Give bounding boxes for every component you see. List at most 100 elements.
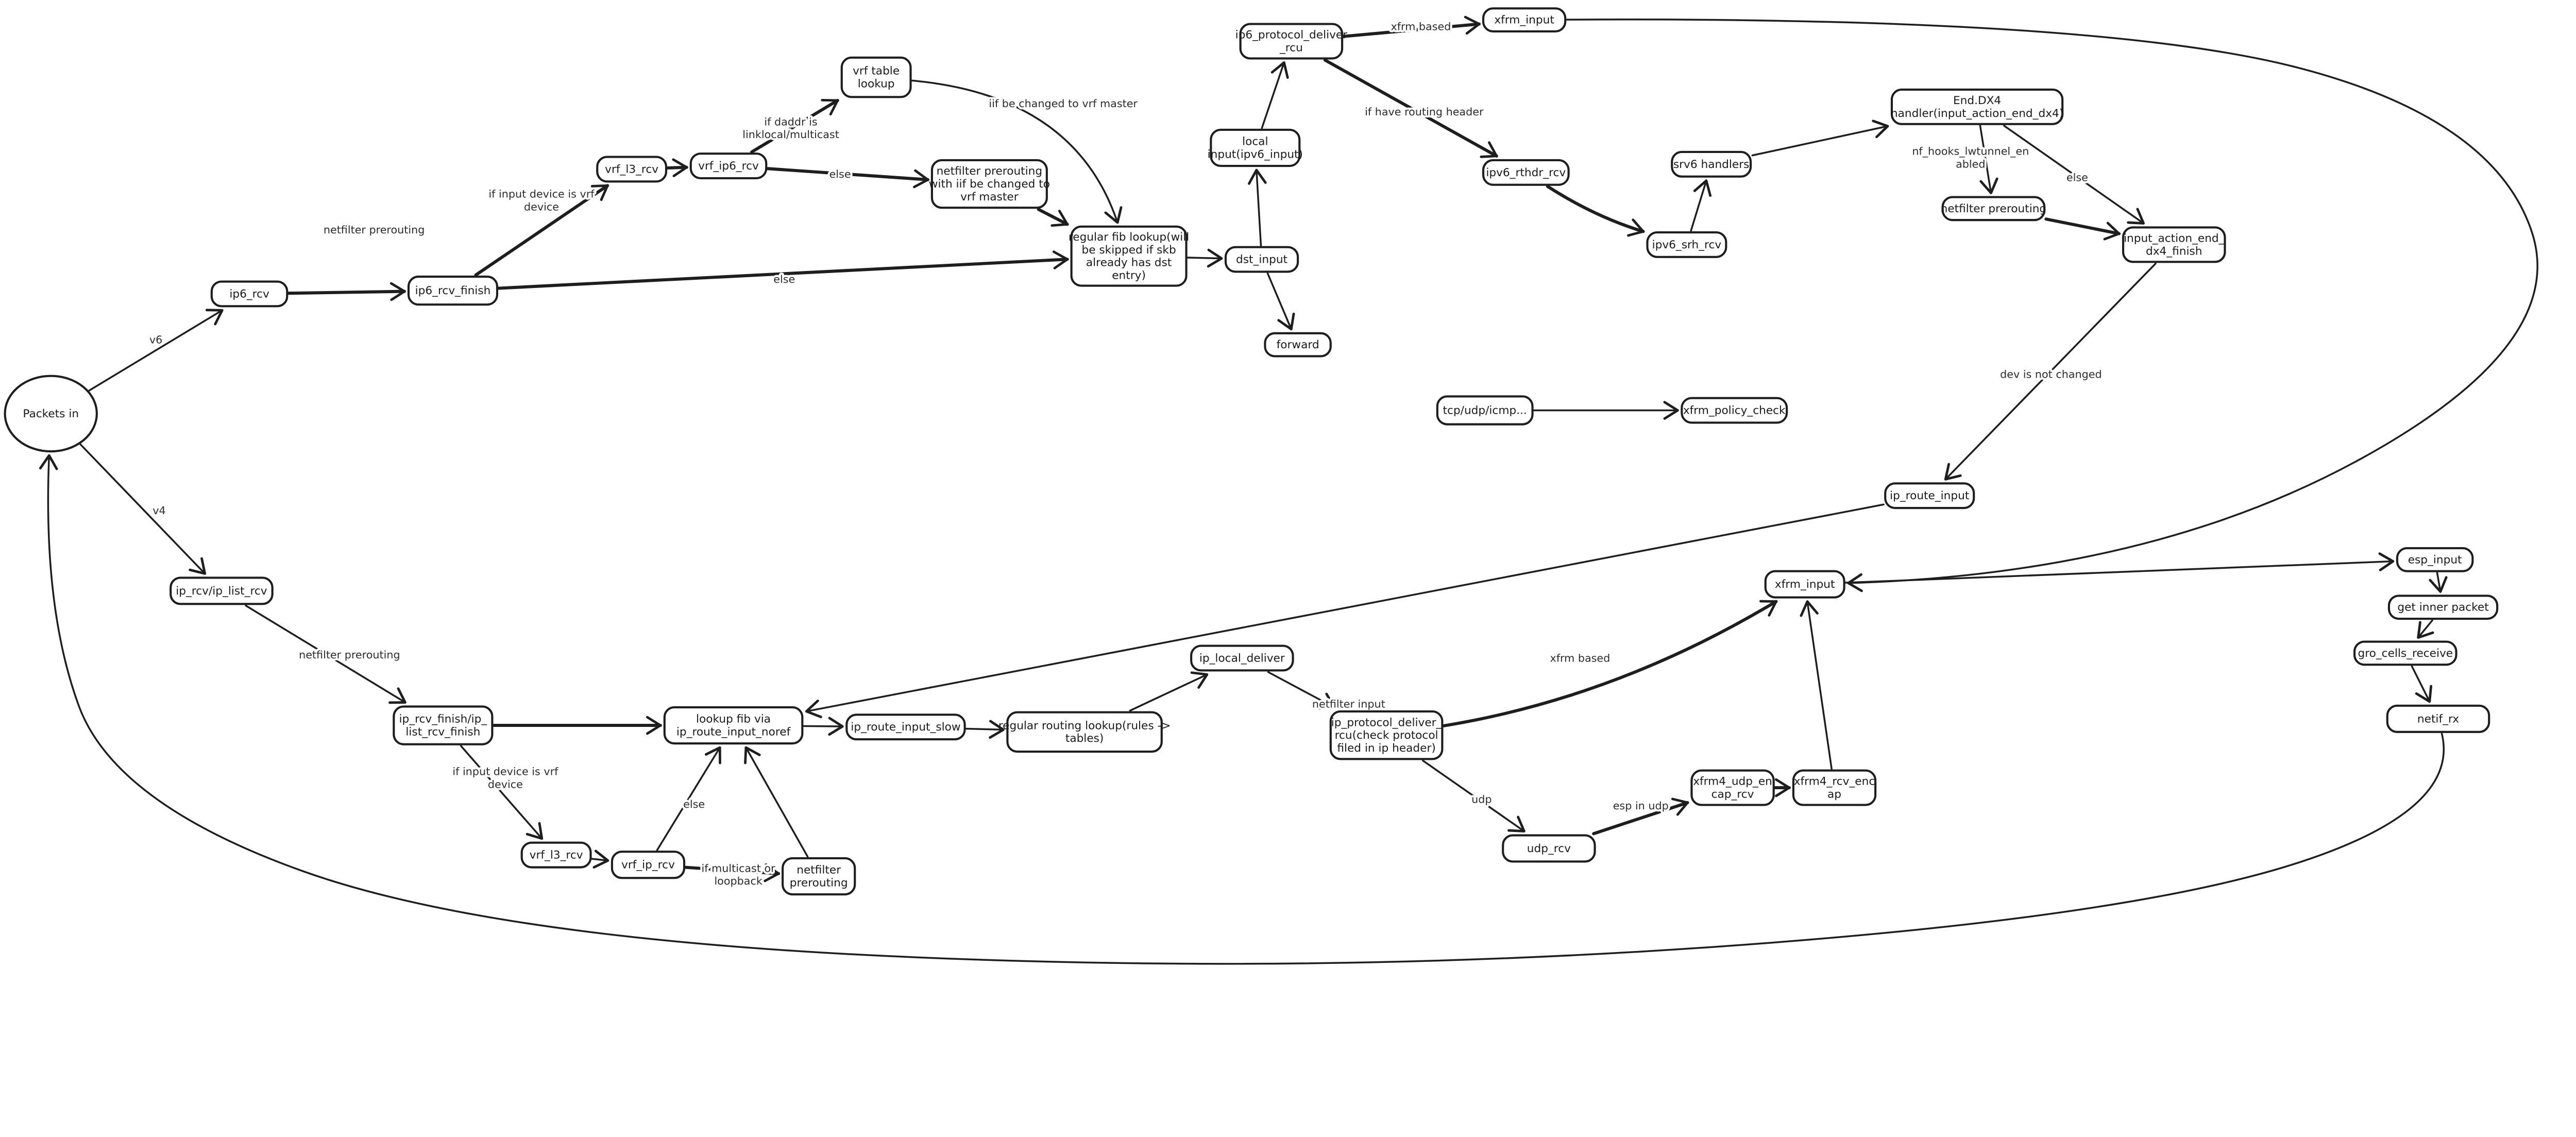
edge-ip6_rcv_finish--regular_fib_lookup [497,250,1069,290]
node-input_action_end_dx4_finish: input_action_end_dx4_finish [2122,226,2226,263]
node-udp_rcv: udp_rcv [1502,834,1596,863]
node-vrf_l3_rcv_v4: vrf_l3_rcv [520,841,592,869]
edge-ipv6_srh_rcv--srv6_handlers [1690,179,1712,232]
node-xfrm_input_v6: xfrm_input [1482,7,1567,32]
edge-label-input_action_end_dx4_finish--ip_route_input: dev is not changed [2000,368,2102,380]
nf_prerouting_srv6-shape [1941,196,2046,222]
node-label-ip6_protocol_deliver_rcu: ip6_protocol_deliver_rcu [1235,28,1348,54]
edge-label-packets_in--ip6_rcv: v6 [149,334,162,346]
node-label-forward: forward [1277,338,1319,351]
node-label-ip6_rcv_finish: ip6_rcv_finish [415,284,491,297]
nf_prerouting_v6-shape [930,159,1048,209]
dst_input-shape [1224,246,1299,273]
gro_cells_receive-shape [2353,640,2458,666]
edge-vrf_ip6_rcv--vrf_table_lookup [750,98,839,154]
packets_in-shape [4,375,98,453]
ip_rcv_finish-shape [393,705,494,745]
node-label-ip_rcv_finish: ip_rcv_finish/ip_list_rcv_finish [399,712,488,738]
node-label-xfrm_input_v6: xfrm_input [1494,13,1554,26]
ip_route_input_slow-shape [845,714,966,741]
node-label-ip6_rcv: ip6_rcv [229,287,269,300]
node-vrf_ip_rcv: vrf_ip_rcv [611,851,686,879]
node-label-nf_prerouting_srv6: netfilter prerouting [1941,202,2047,215]
xfrm4_udp_encap_rcv-shape [1690,769,1775,806]
node-vrf_l3_rcv_v6: vrf_l3_rcv [596,156,668,183]
node-label-ip_route_input_slow: ip_route_input_slow [851,721,960,734]
node-label-ip_local_deliver: ip_local_deliver [1199,652,1285,665]
get_inner_packet-shape [2387,595,2499,620]
edge-xfrm_input_v6--xfrm_input_v4 [1566,19,2538,592]
edge-get_inner_packet--gro_cells_receive [2417,619,2434,639]
node-label-input_action_end_dx4_finish: input_action_end_dx4_finish [2124,232,2225,258]
node-nf_prerouting_srv6: netfilter prerouting [1941,196,2047,222]
edge-label-vrf_ip6_rcv--nf_prerouting_v6: else [829,168,851,180]
node-tcp_udp_icmp: tcp/udp/icmp... [1436,395,1534,426]
edge-ip_local_deliver--ip_protocol_deliver_rcu4 [1267,671,1336,710]
ipv6_srh_rcv-shape [1646,231,1727,258]
node-ip6_rcv: ip6_rcv [210,280,289,308]
node-label-vrf_l3_rcv_v4: vrf_l3_rcv [530,848,583,861]
diagram-canvas: v6 netfilter prerouting if input device is… [4,7,2538,965]
edge-label-ip6_protocol_deliver_rcu--xfrm_input_v6: xfrm based [1391,20,1451,32]
edge-vrf_ip_rcv--nf_prerouting_v4 [684,863,781,883]
node-label-vrf_ip_rcv: vrf_ip_rcv [621,858,675,871]
node-label-srv6_handlers: srv6 handlers [1673,158,1750,171]
node-ip_rcv: ip_rcv/ip_list_rcv [170,576,274,605]
edge-label-vrf_table_lookup--regular_fib_lookup: iif be changed to vrf master [989,97,1138,110]
edge-ipv6_rthdr_rcv--ipv6_srh_rcv [1546,184,1645,237]
edge-vrf_ip_rcv--lookup_fib [656,746,721,851]
vrf_l3_rcv_v4-shape [520,841,592,869]
edge-label-ip6_protocol_deliver_rcu--ipv6_rthdr_rcv: if have routing header [1365,106,1484,118]
node-vrf_ip6_rcv: vrf_ip6_rcv [689,152,768,179]
edge-dst_input--forward [1266,272,1295,331]
ip_protocol_deliver_rcu4-shape [1329,710,1444,760]
ip6_rcv_finish-shape [407,275,499,306]
esp_input-shape [2396,547,2474,572]
node-label-ip_rcv: ip_rcv/ip_list_rcv [176,584,267,597]
edge-nf_prerouting_v4--lookup_fib [744,746,809,858]
node-esp_input: esp_input [2396,547,2474,572]
node-label-tcp_udp_icmp: tcp/udp/icmp... [1443,404,1527,417]
node-regular_routing_lookup: regular routing lookup(rules ->tables) [998,711,1171,753]
node-label-dst_input: dst_input [1236,253,1287,266]
node-ipv6_srh_rcv: ipv6_srh_rcv [1646,231,1727,258]
edge-xfrm_input_v4--esp_input [1845,552,2395,584]
node-xfrm_input_v4: xfrm_input [1764,570,1845,599]
ipv6_rthdr_rcv-shape [1482,159,1570,186]
node-dst_input: dst_input [1224,246,1299,273]
edge-end_dx4_handler--input_action_end_dx4_finish [2003,125,2145,225]
node-label-netif_rx: netif_rx [2417,712,2459,725]
node-label-get_inner_packet: get inner packet [2397,601,2488,614]
edge-label-ip_protocol_deliver_rcu4--xfrm_input_v4: xfrm based [1550,652,1610,664]
edge-dst_input--local_input [1248,168,1267,247]
edge-label-ip_rcv--ip_rcv_finish: netfilter prerouting [299,649,400,661]
ip_local_deliver-shape [1190,644,1294,672]
edge-regular_routing_lookup--ip_local_deliver [1129,671,1209,712]
edge-ip_route_input--lookup_fib [805,503,1885,719]
edge-gro_cells_receive--netif_rx [2411,665,2433,703]
edges-layer: v6 netfilter prerouting if input device is… [39,15,2538,965]
node-label-gro_cells_receive: gro_cells_receive [2358,647,2453,659]
ip6_protocol_deliver_rcu-shape [1239,23,1344,60]
tcp_udp_icmp-shape [1436,395,1534,426]
vrf_ip_rcv-shape [611,851,686,879]
edge-packets_in--ip_rcv [79,443,207,575]
forward-shape [1264,332,1332,358]
node-get_inner_packet: get inner packet [2387,595,2499,620]
